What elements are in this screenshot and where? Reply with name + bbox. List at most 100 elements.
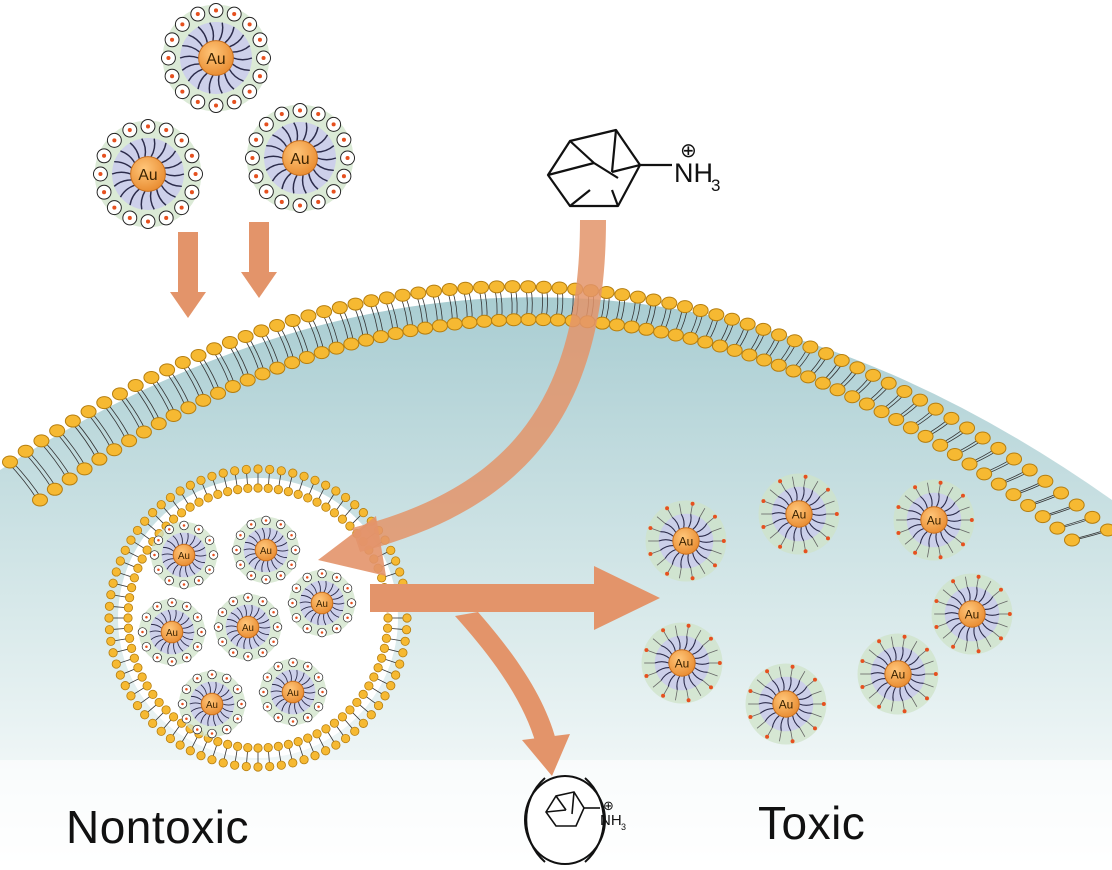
- lipid-head: [417, 321, 434, 335]
- lipid-head: [104, 601, 115, 611]
- lipid-head: [1006, 452, 1023, 466]
- lipid-head: [386, 681, 396, 691]
- lipid-head: [880, 376, 897, 390]
- lipid-head: [661, 296, 678, 310]
- gold-core: [310, 591, 334, 615]
- lipid-head: [159, 363, 176, 377]
- lipid-head: [381, 633, 391, 643]
- lipid-head: [154, 697, 164, 708]
- lipid-head: [331, 740, 341, 750]
- caged-nanoparticle: Au: [287, 568, 357, 638]
- lipid-head: [473, 280, 490, 294]
- lipid-head: [269, 361, 286, 375]
- lipid-head: [1034, 510, 1051, 524]
- gold-core: [282, 140, 318, 176]
- lipid-head: [120, 545, 130, 555]
- lipid-head: [321, 724, 331, 734]
- lipid-head: [756, 353, 773, 367]
- lipid-head: [126, 583, 137, 593]
- free-nanoparticle: Au: [857, 633, 939, 715]
- nontoxic-label: Nontoxic: [66, 801, 249, 853]
- lipid-head: [312, 729, 322, 739]
- lipid-head: [190, 348, 207, 362]
- molecule-entry-arrow: [318, 220, 606, 576]
- lipid-head: [168, 712, 179, 722]
- lipid-head: [347, 297, 364, 311]
- lipid-head: [143, 371, 160, 385]
- lipid-head: [653, 325, 670, 339]
- gold-core: [160, 620, 184, 644]
- gold-core: [198, 40, 234, 76]
- uptake-arrow-left: [170, 232, 206, 318]
- release-arrow: [370, 566, 660, 630]
- lipid-head: [917, 429, 934, 443]
- lipid-head: [313, 346, 330, 360]
- gold-core-label: Au: [792, 508, 807, 522]
- lipid-head: [125, 633, 135, 643]
- lipid-head: [959, 421, 976, 435]
- lipid-head: [168, 514, 179, 524]
- caged-nanoparticle: Au: [244, 102, 356, 214]
- gold-core: [130, 156, 166, 192]
- lipid-head: [1049, 521, 1066, 535]
- complex-charge-symbol: ⊕: [603, 799, 614, 814]
- lipid-head: [230, 466, 240, 476]
- lipid-head: [739, 317, 756, 331]
- lipid-head: [932, 438, 949, 452]
- lipid-head: [896, 385, 913, 399]
- lipid-head: [218, 468, 228, 478]
- lipid-head: [373, 663, 383, 673]
- lipid-head: [300, 309, 317, 323]
- lipid-head: [223, 739, 233, 750]
- lipid-head: [358, 508, 368, 518]
- lipid-head: [310, 475, 320, 485]
- lipid-head: [253, 762, 263, 772]
- lipid-head: [115, 556, 125, 566]
- lipid-head: [185, 502, 195, 512]
- gold-core: [236, 615, 260, 639]
- lipid-head: [33, 434, 50, 448]
- lipid-head: [551, 281, 568, 295]
- lipid-head: [196, 475, 206, 485]
- lipid-head: [133, 663, 143, 673]
- lipid-head: [137, 672, 147, 682]
- lipid-head: [1005, 488, 1022, 502]
- lipid-head: [1053, 486, 1070, 500]
- lipid-head: [608, 318, 625, 332]
- lipid-head: [207, 755, 217, 765]
- lipid-head: [394, 288, 411, 302]
- lipid-head: [46, 482, 63, 496]
- lipid-head: [623, 320, 640, 334]
- lipid-head: [126, 691, 136, 701]
- lipid-head: [974, 431, 991, 445]
- lipid-head: [1100, 523, 1112, 537]
- lipid-head: [461, 315, 478, 329]
- lipid-head: [265, 761, 275, 772]
- gold-core: [254, 538, 278, 562]
- lipid-head: [111, 387, 128, 401]
- lipid-head: [156, 500, 166, 510]
- lipid-head: [550, 313, 566, 327]
- lipid-head: [283, 486, 293, 497]
- lipid-head: [269, 319, 286, 333]
- lipid-head: [241, 761, 251, 772]
- lipid-head: [858, 397, 875, 411]
- lipid-head: [976, 467, 993, 481]
- lipid-head: [833, 353, 850, 367]
- gold-core-label: Au: [260, 546, 272, 557]
- lipid-head: [142, 545, 152, 555]
- lipid-head: [123, 623, 134, 633]
- lipid-head: [1064, 533, 1080, 547]
- lipid-head: [111, 567, 121, 577]
- caged-nanoparticle: Au: [160, 2, 272, 114]
- lipid-head: [125, 593, 135, 603]
- lipid-head: [303, 733, 313, 743]
- lipid-head: [755, 322, 772, 336]
- lipid-head: [697, 335, 714, 349]
- lipid-head: [293, 489, 303, 499]
- lipid-head: [667, 328, 684, 342]
- lipid-head: [321, 480, 331, 490]
- lipid-head: [221, 335, 238, 349]
